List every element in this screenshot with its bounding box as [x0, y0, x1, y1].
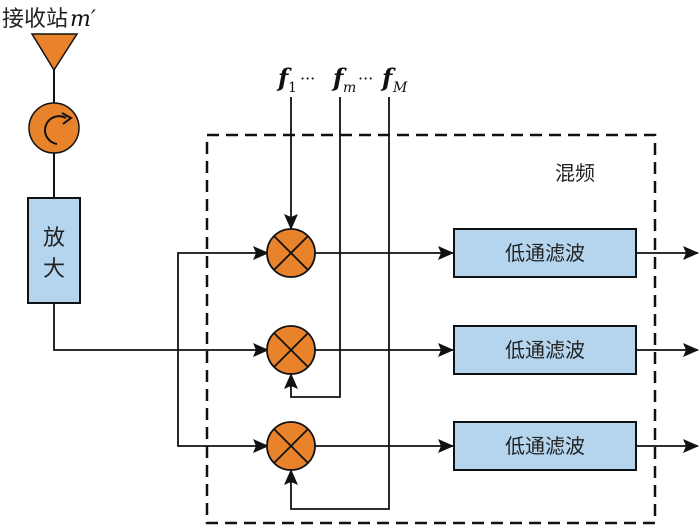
- circulator-icon: [28, 102, 80, 154]
- svg-text:f: f: [331, 63, 347, 92]
- antenna-icon: [30, 33, 79, 72]
- freq-dots-2: ···: [358, 69, 373, 88]
- signal-line-mid: [53, 303, 269, 357]
- lowpass-filter-2: [453, 325, 637, 375]
- svg-text:M: M: [392, 80, 408, 96]
- lo-line-fM: [284, 97, 390, 510]
- station-symbol: m′: [70, 7, 96, 32]
- lowpass-filter-3: [453, 421, 637, 471]
- signal-line-top: [177, 246, 269, 350]
- amplifier-label-1: 放: [43, 226, 65, 251]
- station-label: 接收站: [2, 7, 68, 32]
- signal-line-bottom: [177, 350, 269, 453]
- mixer-1: [266, 228, 316, 278]
- lo-line-fm: [284, 97, 341, 398]
- mixer-group-label: 混频: [555, 161, 595, 185]
- freq-fM: f M: [380, 63, 408, 96]
- mixer-2: [266, 325, 316, 375]
- lowpass-filter-1-label: 低通滤波: [505, 241, 585, 265]
- lowpass-filter-3-label: 低通滤波: [505, 434, 585, 458]
- freq-fm: f m: [331, 63, 356, 96]
- freq-dots-1: ···: [300, 69, 315, 88]
- svg-text:f: f: [276, 63, 292, 92]
- circulator-arrow: [44, 115, 67, 145]
- svg-text:f: f: [380, 63, 396, 92]
- lowpass-filter-2-label: 低通滤波: [505, 338, 585, 362]
- amplifier-box: [27, 197, 81, 304]
- mixer-3: [266, 421, 316, 471]
- svg-text:1: 1: [288, 80, 297, 96]
- lowpass-filter-1: [453, 228, 637, 278]
- freq-f1: f 1: [276, 63, 297, 96]
- svg-text:m: m: [343, 80, 356, 96]
- amplifier-label-2: 大: [43, 257, 65, 282]
